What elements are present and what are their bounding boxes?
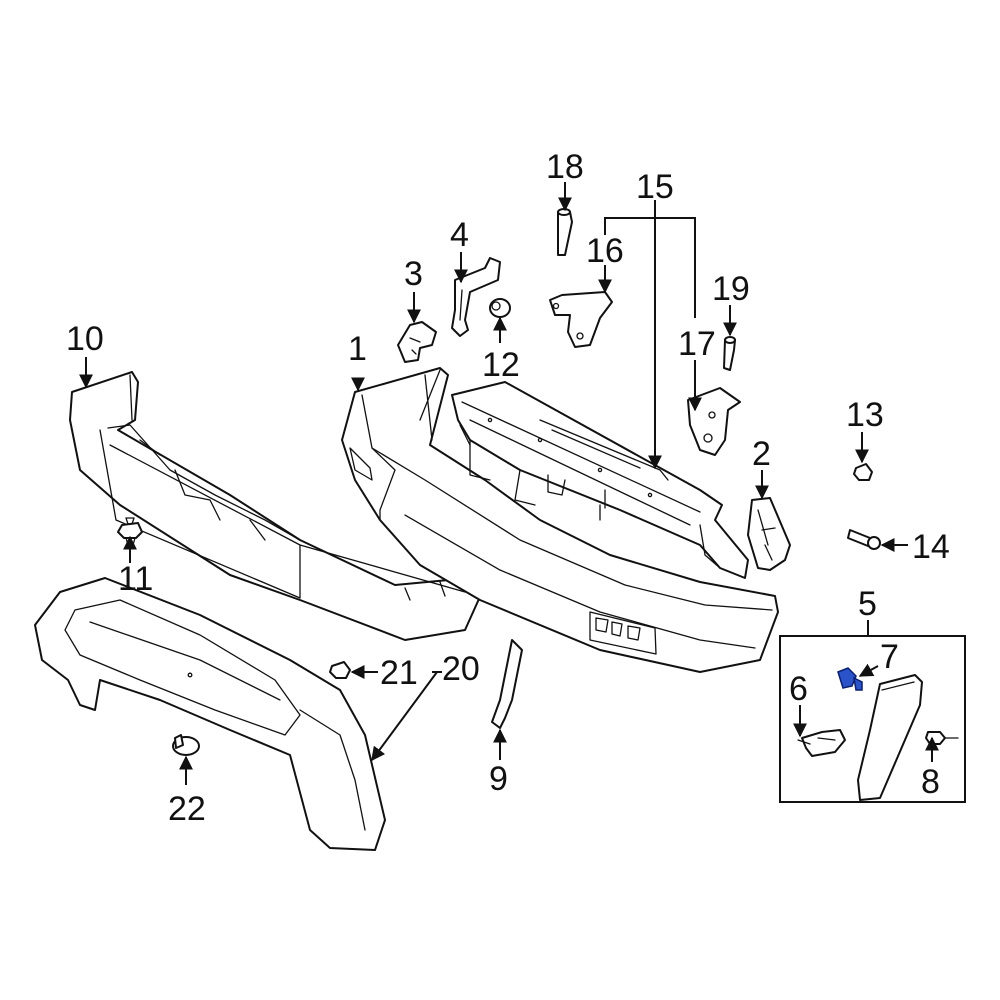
callout-12: 12 [482,346,520,384]
callout-13: 13 [846,396,884,434]
callout-2: 2 [752,435,771,473]
stud-part-19[interactable] [723,336,736,371]
callout-4: 4 [450,216,469,254]
callout-6: 6 [789,670,808,708]
callout-16: 16 [586,232,624,270]
callout-20: 20 [442,650,480,688]
bracket-part-4[interactable] [451,257,501,337]
bumper-cover-part-1[interactable] [341,367,779,673]
callout-8: 8 [921,763,940,801]
callout-9: 9 [489,760,508,798]
callout-labels: 1 2 3 4 5 6 7 8 9 10 11 12 13 14 15 16 1… [66,148,950,828]
stud-part-18[interactable] [557,208,573,256]
leader-lines [79,182,939,785]
callout-14: 14 [912,528,950,566]
callout-1: 1 [348,330,367,368]
callout-21: 21 [380,654,418,692]
nut-part-21[interactable] [329,661,351,679]
callout-7: 7 [880,638,899,676]
callout-18: 18 [546,148,584,186]
bracket-part-16[interactable] [549,291,613,348]
bolt-part-14[interactable] [847,529,881,550]
molding-part-9[interactable] [491,639,523,729]
bracket-part-2[interactable] [747,497,791,571]
clip-part-7-highlighted[interactable] [837,667,863,691]
callout-19: 19 [712,270,750,308]
callout-10: 10 [66,320,104,358]
end-cap-part-5[interactable] [857,674,923,801]
lower-cover-part-20[interactable] [34,577,386,851]
grommet-part-12[interactable] [489,298,511,318]
bracket-part-3[interactable] [397,321,437,363]
callout-3: 3 [404,255,423,293]
detail-box-part-5 [779,635,966,803]
reinforcement-part-15[interactable] [451,381,749,579]
screw-part-8[interactable] [925,731,959,745]
callout-11: 11 [118,560,153,598]
callout-5: 5 [858,585,877,623]
retainer-part-22[interactable] [172,734,200,756]
callout-15: 15 [636,168,674,206]
callout-17: 17 [678,325,716,363]
nut-part-13[interactable] [853,463,873,481]
callout-22: 22 [168,790,206,828]
bracket-part-6[interactable] [797,729,846,757]
